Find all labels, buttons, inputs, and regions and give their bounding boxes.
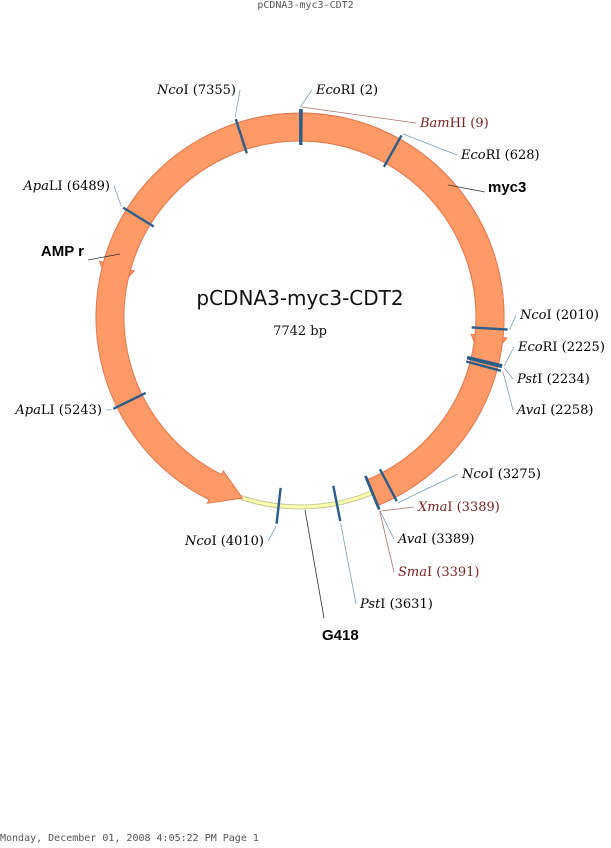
enzyme-name-italic: Eco — [315, 83, 341, 98]
site-leader — [113, 185, 122, 207]
site-label-apali-5243: ApaLI (5243) — [14, 403, 102, 418]
site-mark — [471, 326, 508, 331]
site-label-bamhi-9: BamHI (9) — [419, 116, 489, 131]
enzyme-name-suffix: I (2258) — [541, 403, 594, 418]
enzyme-name-suffix: I (3391) — [427, 565, 480, 580]
site-leader — [267, 525, 277, 542]
enzyme-name-italic: Nco — [461, 467, 489, 482]
plasmid-size: 7742 bp — [273, 324, 327, 339]
enzyme-name-italic: Pst — [516, 372, 538, 387]
site-mark — [332, 485, 342, 522]
site-mark — [122, 206, 155, 228]
feature-label-amp-r: AMP r — [41, 243, 84, 260]
feature-leader — [87, 253, 121, 261]
site-label-smai-3391: SmaI (3391) — [398, 565, 479, 580]
site-leader — [402, 133, 458, 156]
site-leader — [234, 89, 241, 118]
enzyme-name-suffix: I (2234) — [537, 372, 590, 387]
feature-arrow-g418 — [95, 112, 505, 507]
site-leader — [301, 106, 417, 124]
site-leader — [509, 314, 517, 330]
enzyme-name-italic: Pst — [359, 597, 381, 612]
site-leader — [503, 367, 514, 380]
site-mark — [466, 355, 503, 367]
site-leader — [397, 473, 459, 504]
enzyme-name-italic: Xma — [417, 500, 447, 515]
enzyme-name-suffix: I (3389) — [422, 532, 475, 547]
enzyme-name-italic: Ava — [516, 403, 541, 418]
enzyme-name-suffix: I (4010) — [212, 534, 265, 549]
site-mark — [275, 487, 282, 524]
enzyme-name-italic: Sma — [398, 565, 427, 580]
enzyme-name-italic: Bam — [419, 116, 450, 131]
site-label-psti-2234: PstI (2234) — [516, 372, 590, 387]
enzyme-name-italic: Ava — [397, 532, 422, 547]
site-mark — [382, 134, 403, 168]
site-label-ncoi-4010: NcoI (4010) — [184, 534, 264, 549]
enzyme-name-suffix: RI (2225) — [543, 340, 605, 355]
site-label-ecori-2225: EcoRI (2225) — [517, 340, 605, 355]
site-mark — [378, 468, 398, 502]
site-leader — [380, 506, 415, 512]
enzyme-name-italic: Apa — [14, 403, 40, 418]
site-label-ecori-2: EcoRI (2) — [315, 83, 378, 98]
enzyme-name-suffix: I (2010) — [546, 308, 599, 323]
site-label-ncoi-3275: NcoI (3275) — [461, 467, 541, 482]
site-leader — [502, 371, 514, 411]
enzyme-name-suffix: I (7355) — [184, 83, 237, 98]
feature-label-g418: G418 — [322, 627, 359, 644]
enzyme-name-suffix: RI (628) — [486, 148, 540, 163]
site-label-ncoi-7355: NcoI (7355) — [156, 83, 236, 98]
page-header: pCDNA3-myc3-CDT2 — [257, 0, 354, 11]
site-label-avai-3389: AvaI (3389) — [397, 532, 474, 547]
site-leader — [379, 510, 395, 540]
site-label-psti-3631: PstI (3631) — [359, 597, 433, 612]
enzyme-name-suffix: LI (6489) — [49, 179, 110, 194]
feature-leader — [304, 509, 325, 619]
site-label-apali-6489: ApaLI (6489) — [22, 179, 110, 194]
enzyme-name-suffix: I (3275) — [488, 467, 541, 482]
feature-leader — [447, 184, 486, 193]
enzyme-name-suffix: LI (5243) — [41, 403, 102, 418]
enzyme-name-suffix: HI (9) — [450, 116, 489, 131]
site-mark — [466, 357, 503, 369]
site-leader — [300, 89, 313, 108]
enzyme-name-italic: Nco — [184, 534, 212, 549]
site-label-ncoi-2010: NcoI (2010) — [519, 308, 599, 323]
site-mark — [364, 475, 381, 510]
site-mark — [465, 360, 502, 372]
enzyme-name-italic: Eco — [517, 340, 543, 355]
enzyme-name-italic: Apa — [22, 179, 48, 194]
site-leader — [340, 522, 357, 605]
page-footer: Monday, December 01, 2008 4:05:22 PM Pag… — [0, 833, 259, 844]
enzyme-name-suffix: I (3631) — [380, 597, 433, 612]
site-label-ecori-628: EcoRI (628) — [460, 148, 540, 163]
enzyme-name-suffix: I (3389) — [447, 500, 500, 515]
site-label-xmai-3389: XmaI (3389) — [417, 500, 500, 515]
site-leader — [379, 511, 395, 573]
enzyme-name-italic: Nco — [519, 308, 547, 323]
site-mark — [112, 391, 147, 410]
plasmid-name: pCDNA3-myc3-CDT2 — [196, 286, 403, 310]
enzyme-name-italic: Nco — [156, 83, 184, 98]
site-leader — [503, 346, 515, 367]
enzyme-name-italic: Eco — [460, 148, 486, 163]
feature-label-myc3: myc3 — [488, 179, 526, 196]
feature-arrows — [95, 112, 508, 507]
site-label-avai-2258: AvaI (2258) — [516, 403, 593, 418]
enzyme-name-suffix: RI (2) — [341, 83, 378, 98]
site-mark — [234, 118, 249, 154]
restriction-sites: NcoI (7355)EcoRI (2)BamHI (9)EcoRI (628)… — [14, 83, 605, 612]
